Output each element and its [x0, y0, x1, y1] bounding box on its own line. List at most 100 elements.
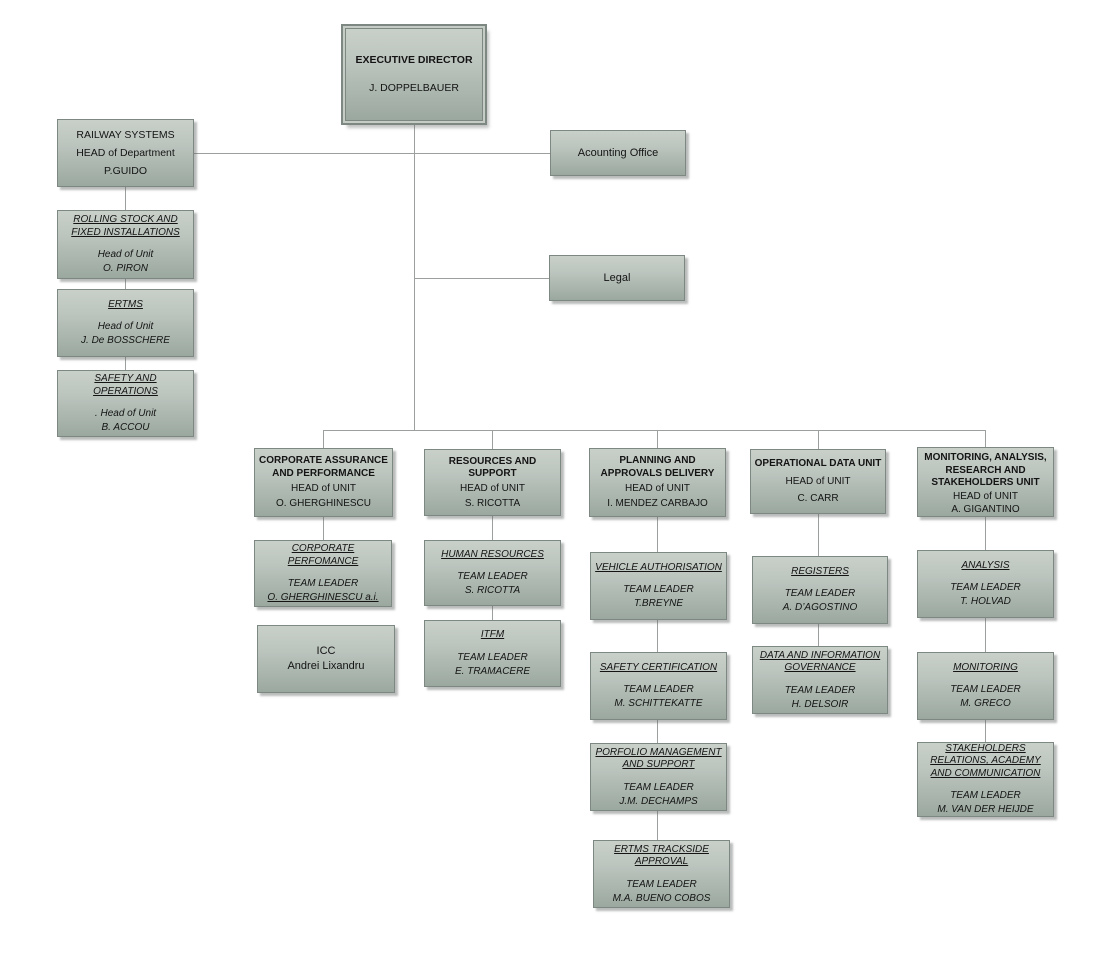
connector-stub-corporate — [323, 430, 324, 448]
connector-planning-vehicle — [657, 517, 658, 552]
node-role: TEAM LEADER — [623, 584, 694, 596]
node-role: Head of Unit — [97, 321, 154, 333]
node-title: MONITORING — [953, 661, 1018, 673]
node-title: PLANNING AND APPROVALS DELIVERY — [600, 455, 715, 479]
node-person: J. DOPPELBAUER — [369, 82, 459, 95]
node-title: Legal — [603, 271, 631, 284]
node-analysis[interactable]: ANALYSIS TEAM LEADER T. HOLVAD — [917, 550, 1054, 618]
node-railway-systems[interactable]: RAILWAY SYSTEMS HEAD of Department P.GUI… — [57, 119, 194, 187]
node-safety-and-operations[interactable]: SAFETY AND OPERATIONS . Head of Unit B. … — [57, 370, 194, 437]
node-corporate-assurance-performance[interactable]: CORPORATE ASSURANCE AND PERFORMANCE HEAD… — [254, 448, 393, 517]
node-role: Head of Unit — [97, 249, 154, 260]
node-title: VEHICLE AUTHORISATION — [595, 561, 722, 573]
node-ertms-trackside-approval[interactable]: ERTMS TRACKSIDE APPROVAL TEAM LEADER M.A… — [593, 840, 730, 908]
connector-corporate-perfomance — [323, 517, 324, 540]
node-person: M.A. BUENO COBOS — [612, 892, 711, 904]
node-role: TEAM LEADER — [950, 684, 1021, 696]
connector-stub-planning — [657, 430, 658, 448]
node-role: HEAD of UNIT — [290, 483, 356, 494]
node-person: H. DELSOIR — [791, 698, 849, 710]
node-icc[interactable]: ICC Andrei Lixandru — [257, 625, 395, 693]
node-role: HEAD of UNIT — [459, 483, 525, 494]
node-executive-director[interactable]: EXECUTIVE DIRECTOR J. DOPPELBAUER — [345, 28, 483, 121]
node-ertms[interactable]: ERTMS Head of Unit J. De BOSSCHERE — [57, 289, 194, 357]
node-title: ROLLING STOCK AND FIXED INSTALLATIONS — [71, 214, 180, 238]
node-role: TEAM LEADER — [457, 651, 528, 663]
node-vehicle-authorisation[interactable]: VEHICLE AUTHORISATION TEAM LEADER T.BREY… — [590, 552, 727, 620]
node-itfm[interactable]: ITFM TEAM LEADER E. TRAMACERE — [424, 620, 561, 687]
node-corporate-perfomance[interactable]: CORPORATE PERFOMANCE TEAM LEADER O. GHER… — [254, 540, 392, 607]
node-person: I. MENDEZ CARBAJO — [607, 498, 708, 509]
connector-registers-datagov — [818, 624, 819, 646]
connector-stub-monitoring — [985, 430, 986, 447]
node-acounting-office[interactable]: Acounting Office — [550, 130, 686, 176]
connector-monitoring-stakeholders — [985, 720, 986, 742]
node-person: S. RICOTTA — [464, 585, 521, 597]
node-role: TEAM LEADER — [623, 781, 694, 793]
node-person: T. HOLVAD — [960, 596, 1011, 608]
connector-hr-itfm — [492, 606, 493, 620]
node-person: J.M. DECHAMPS — [619, 795, 698, 807]
connector-rollingstock-ertms — [125, 279, 126, 289]
connector-porfolio-ertmstrackside — [657, 811, 658, 840]
node-person: Andrei Lixandru — [287, 660, 365, 672]
node-porfolio-management-support[interactable]: PORFOLIO MANAGEMENT AND SUPPORT TEAM LEA… — [590, 743, 727, 811]
connector-stub-operational — [818, 430, 819, 449]
node-resources-and-support[interactable]: RESOURCES AND SUPPORT HEAD of UNIT S. RI… — [424, 449, 561, 516]
node-legal[interactable]: Legal — [549, 255, 685, 301]
node-person: M. GRECO — [960, 698, 1011, 710]
node-role: HEAD of UNIT — [624, 483, 690, 494]
node-role: TEAM LEADER — [784, 684, 856, 696]
node-role: TEAM LEADER — [950, 790, 1021, 802]
connector-safetycert-porfolio — [657, 720, 658, 743]
node-role: . Head of Unit — [94, 408, 157, 419]
node-title: DATA AND INFORMATION GOVERNANCE — [759, 649, 881, 674]
node-person: O. PIRON — [102, 263, 148, 274]
node-rolling-stock-fixed-installations[interactable]: ROLLING STOCK AND FIXED INSTALLATIONS He… — [57, 210, 194, 279]
node-title: ICC — [316, 645, 336, 657]
connector-railway-rollingstock — [125, 187, 126, 210]
node-title: ERTMS — [108, 298, 143, 310]
connector-ertms-safetyops — [125, 357, 126, 370]
node-title: REGISTERS — [791, 565, 849, 577]
node-person: O. GHERGHINESCU — [275, 498, 371, 509]
connector-departments-horizontal — [323, 430, 986, 431]
node-role: TEAM LEADER — [950, 582, 1021, 594]
node-human-resources[interactable]: HUMAN RESOURCES TEAM LEADER S. RICOTTA — [424, 540, 561, 606]
connector-operational-registers — [818, 514, 819, 556]
node-data-information-governance[interactable]: DATA AND INFORMATION GOVERNANCE TEAM LEA… — [752, 646, 888, 714]
node-person: M. VAN DER HEIJDE — [937, 804, 1034, 816]
node-person: O. GHERGHINESCU a.i. — [267, 592, 379, 603]
node-person: S. RICOTTA — [464, 497, 521, 509]
node-registers[interactable]: REGISTERS TEAM LEADER A. D’AGOSTINO — [752, 556, 888, 624]
node-title: OPERATIONAL DATA UNIT — [754, 458, 882, 470]
node-person: E. TRAMACERE — [454, 665, 530, 677]
connector-analysis-monitoring — [985, 618, 986, 652]
node-title: ERTMS TRACKSIDE APPROVAL — [614, 843, 709, 868]
node-title: Acounting Office — [577, 146, 659, 159]
node-person: P.GUIDO — [104, 165, 147, 177]
node-planning-approvals-delivery[interactable]: PLANNING AND APPROVALS DELIVERY HEAD of … — [589, 448, 726, 517]
node-monitoring[interactable]: MONITORING TEAM LEADER M. GRECO — [917, 652, 1054, 720]
node-person: T.BREYNE — [633, 598, 684, 610]
node-role: TEAM LEADER — [626, 878, 697, 890]
node-role: TEAM LEADER — [784, 588, 856, 600]
connector-stub-resources — [492, 430, 493, 449]
node-stakeholders-relations-academy-communication[interactable]: STAKEHOLDERS RELATIONS, ACADEMY AND COMM… — [917, 742, 1054, 817]
node-role: TEAM LEADER — [623, 684, 694, 696]
node-title: CORPORATE ASSURANCE AND PERFORMANCE — [259, 455, 388, 479]
node-title: PORFOLIO MANAGEMENT AND SUPPORT — [595, 746, 722, 771]
node-person: A. D’AGOSTINO — [782, 602, 858, 614]
node-safety-certification[interactable]: SAFETY CERTIFICATION TEAM LEADER M. SCHI… — [590, 652, 727, 720]
node-monitoring-analysis-research-stakeholders-unit[interactable]: MONITORING, ANALYSIS, RESEARCH AND STAKE… — [917, 447, 1054, 517]
node-title: CORPORATE PERFOMANCE — [287, 543, 359, 567]
node-role: TEAM LEADER — [287, 578, 359, 589]
node-operational-data-unit[interactable]: OPERATIONAL DATA UNIT HEAD of UNIT C. CA… — [750, 449, 886, 514]
node-person: C. CARR — [797, 492, 839, 504]
node-title: RESOURCES AND SUPPORT — [448, 455, 537, 480]
node-role: TEAM LEADER — [457, 571, 528, 583]
connector-resources-hr — [492, 516, 493, 540]
node-role: HEAD of Department — [76, 147, 175, 159]
node-title: ANALYSIS — [961, 559, 1010, 571]
